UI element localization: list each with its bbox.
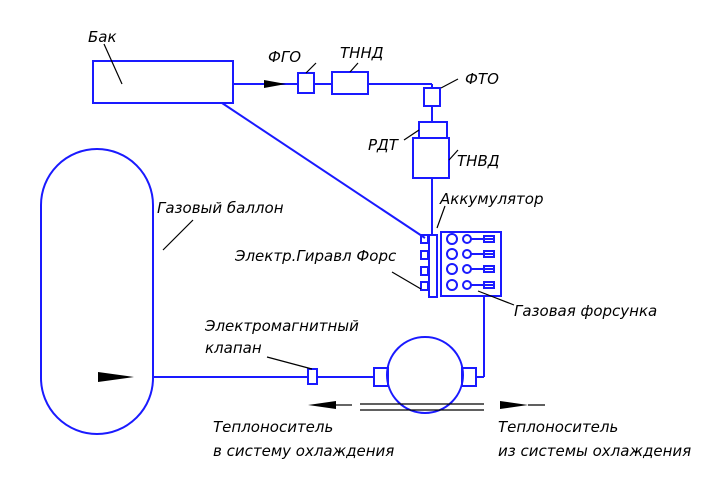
tank-label: Бак bbox=[88, 28, 117, 46]
low-pressure-line: ФГО ТННД ФТО bbox=[233, 44, 499, 122]
coolant-in-arrow bbox=[500, 401, 528, 409]
rdt-label: РДТ bbox=[368, 136, 400, 154]
tnvd-label: ТНВД bbox=[457, 152, 500, 170]
fgo-label: ФГО bbox=[268, 48, 301, 66]
accumulator-label: Аккумулятор bbox=[439, 190, 544, 208]
gas-flow-arrow bbox=[98, 372, 134, 382]
gas-cylinder: Газовый баллон bbox=[40, 148, 284, 435]
solenoid-valve bbox=[307, 368, 318, 385]
coolant-in-label-1: Теплоноситель bbox=[498, 418, 618, 436]
coolant-out-label-2: в систему охлаждения bbox=[213, 442, 394, 460]
gas-injector-block: Газовая форсунка bbox=[440, 231, 657, 320]
gas-cylinder-label: Газовый баллон bbox=[157, 199, 284, 217]
tank: Бак bbox=[88, 28, 234, 104]
tnnd-label: ТННД bbox=[340, 44, 384, 62]
high-pressure-pump: РДТ ТНВД bbox=[368, 121, 500, 235]
tnnd-pump bbox=[331, 71, 369, 95]
coolant-out-label-1: Теплоноситель bbox=[213, 418, 333, 436]
accumulator: Аккумулятор bbox=[428, 190, 544, 298]
coolant-out-arrow bbox=[308, 401, 336, 409]
electro-hydraulic-injectors: Электр.Гиравл Форс bbox=[234, 234, 429, 291]
solenoid-valve-label-1: Электромагнитный bbox=[204, 317, 359, 335]
coolant-lines: Теплоноситель в систему охлаждения Тепло… bbox=[213, 401, 691, 460]
gas-supply-line: Электромагнитный клапан bbox=[153, 317, 374, 385]
coolant-in-label-2: из системы охлаждения bbox=[498, 442, 691, 460]
fgo-filter bbox=[297, 72, 315, 94]
flow-arrow bbox=[264, 80, 286, 88]
fto-label: ФТО bbox=[465, 70, 499, 88]
fto-filter bbox=[423, 87, 441, 107]
tnvd-pump bbox=[412, 137, 450, 179]
solenoid-valve-label-2: клапан bbox=[205, 339, 262, 357]
rdt-regulator bbox=[418, 121, 448, 139]
return-line bbox=[221, 102, 426, 239]
gas-injector-label: Газовая форсунка bbox=[514, 302, 657, 320]
electro-injectors-label: Электр.Гиравл Форс bbox=[234, 247, 397, 265]
heat-exchanger bbox=[373, 295, 485, 414]
